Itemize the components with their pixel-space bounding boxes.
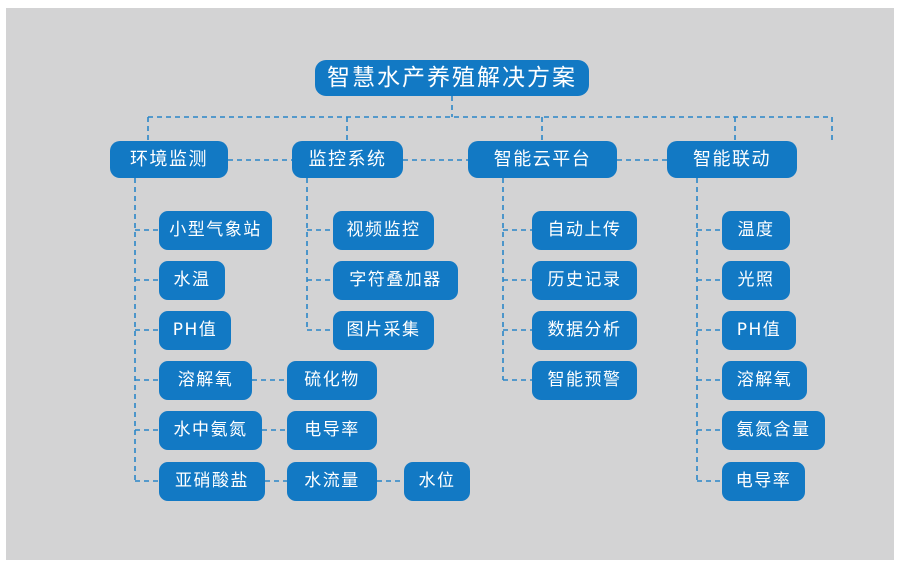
leaf-node-conductivity-col2[interactable]: 电导率 [287,411,377,450]
diagram-title: 智慧水产养殖解决方案 [315,60,589,96]
leaf-node-weather-station[interactable]: 小型气象站 [159,211,272,250]
leaf-node-ammonia-content[interactable]: 氨氮含量 [722,411,825,450]
leaf-node-image-capture[interactable]: 图片采集 [333,311,434,350]
leaf-node-data-analysis[interactable]: 数据分析 [532,311,637,350]
leaf-node-video-surveillance[interactable]: 视频监控 [333,211,434,250]
leaf-node-water-flow[interactable]: 水流量 [287,462,377,501]
leaf-node-dissolved-oxygen-linkage[interactable]: 溶解氧 [722,361,807,400]
leaf-node-ph-value-linkage[interactable]: PH值 [722,311,796,350]
leaf-node-ammonia-nitrogen[interactable]: 水中氨氮 [159,411,262,450]
leaf-node-temperature[interactable]: 温度 [722,211,790,250]
leaf-node-history-record[interactable]: 历史记录 [532,261,637,300]
leaf-node-smart-alert[interactable]: 智能预警 [532,361,637,400]
leaf-node-conductivity-linkage[interactable]: 电导率 [722,462,805,501]
leaf-node-ph-value[interactable]: PH值 [159,311,231,350]
leaf-node-sulfide[interactable]: 硫化物 [287,361,377,400]
category-node-surveillance-system[interactable]: 监控系统 [292,141,403,178]
category-node-smart-linkage[interactable]: 智能联动 [667,141,797,178]
leaf-node-character-overlay[interactable]: 字符叠加器 [333,261,458,300]
leaf-node-illumination[interactable]: 光照 [722,261,790,300]
category-node-environment-monitoring[interactable]: 环境监测 [110,141,228,178]
leaf-node-dissolved-oxygen[interactable]: 溶解氧 [159,361,252,400]
leaf-node-auto-upload[interactable]: 自动上传 [532,211,637,250]
leaf-node-nitrite[interactable]: 亚硝酸盐 [159,462,265,501]
leaf-node-water-level[interactable]: 水位 [404,462,470,501]
category-node-cloud-platform[interactable]: 智能云平台 [468,141,617,178]
leaf-node-water-temperature[interactable]: 水温 [159,261,225,300]
